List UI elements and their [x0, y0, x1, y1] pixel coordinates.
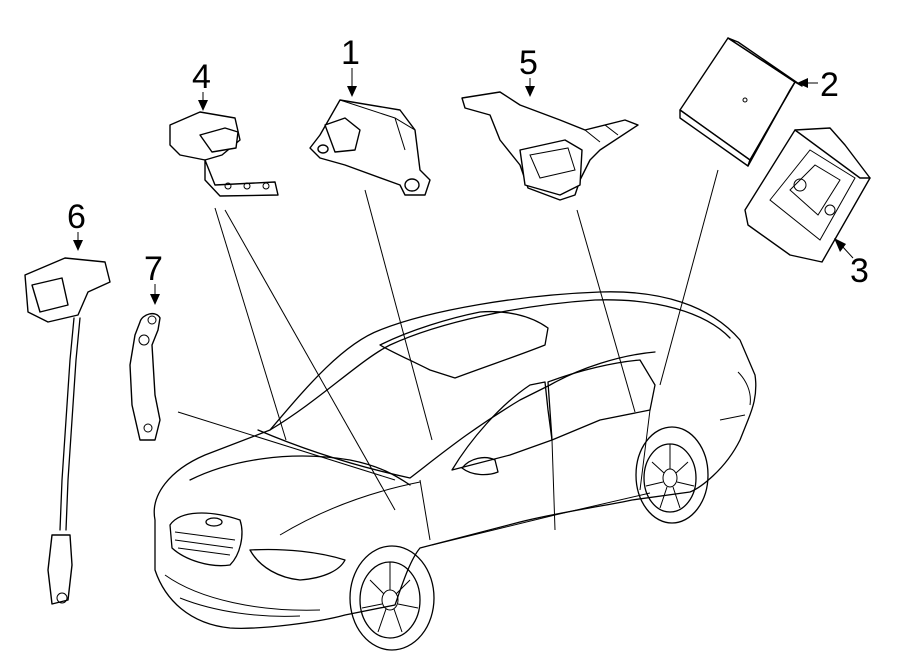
- callout-3: 3: [850, 252, 869, 290]
- car-illustration: [153, 291, 757, 651]
- part-1-sensor-module[interactable]: [309, 99, 431, 196]
- callout-6: 6: [67, 198, 86, 236]
- callout-arrows: [73, 68, 854, 305]
- callout-labels: 1 2 3 4 5 6 7: [67, 34, 869, 290]
- callout-7: 7: [144, 250, 163, 288]
- part-2-control-module[interactable]: [679, 37, 803, 167]
- part-7-flat-bracket[interactable]: [129, 312, 161, 441]
- part-4-sensor-bracket[interactable]: [169, 111, 279, 197]
- part-5-bracket-sensor[interactable]: [461, 91, 639, 201]
- part-3-gateway-module[interactable]: [744, 127, 871, 263]
- callout-2: 2: [820, 66, 839, 104]
- callout-5: 5: [519, 44, 538, 82]
- callout-1: 1: [341, 34, 360, 72]
- callout-4: 4: [192, 58, 211, 96]
- part-6-cable-sensor[interactable]: [24, 257, 111, 605]
- leader-lines: [177, 169, 719, 511]
